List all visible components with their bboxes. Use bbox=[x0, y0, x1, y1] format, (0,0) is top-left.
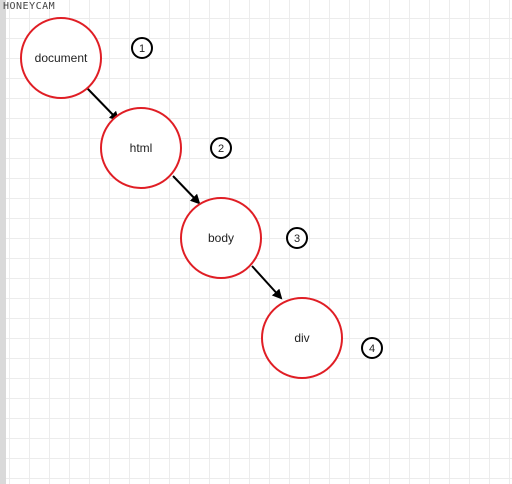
node-document-label: document bbox=[35, 51, 88, 65]
node-body-circle bbox=[180, 197, 262, 279]
step-badge-3: 3 bbox=[286, 227, 308, 249]
arrow-document-to-html bbox=[85, 86, 120, 122]
step-badge-3-label: 3 bbox=[294, 233, 300, 245]
arrow-body-to-div bbox=[251, 265, 283, 300]
step-badge-4: 4 bbox=[361, 337, 383, 359]
node-div-circle bbox=[261, 297, 343, 379]
arrow-html-to-body bbox=[172, 175, 201, 205]
step-badge-1: 1 bbox=[131, 37, 153, 59]
node-div-label: div bbox=[294, 331, 309, 345]
honeycam-watermark: HONEYCAM bbox=[3, 1, 56, 12]
step-badge-1-label: 1 bbox=[139, 43, 145, 55]
node-body-label: body bbox=[208, 231, 234, 245]
node-document[interactable]: document bbox=[20, 17, 102, 99]
step-badge-4-label: 4 bbox=[369, 343, 375, 355]
node-div[interactable]: div bbox=[261, 297, 343, 379]
node-html-label: html bbox=[130, 141, 153, 155]
node-html[interactable]: html bbox=[100, 107, 182, 189]
node-body[interactable]: body bbox=[180, 197, 262, 279]
node-html-circle bbox=[100, 107, 182, 189]
step-badge-2-label: 2 bbox=[218, 143, 224, 155]
node-document-circle bbox=[20, 17, 102, 99]
step-badge-2: 2 bbox=[210, 137, 232, 159]
